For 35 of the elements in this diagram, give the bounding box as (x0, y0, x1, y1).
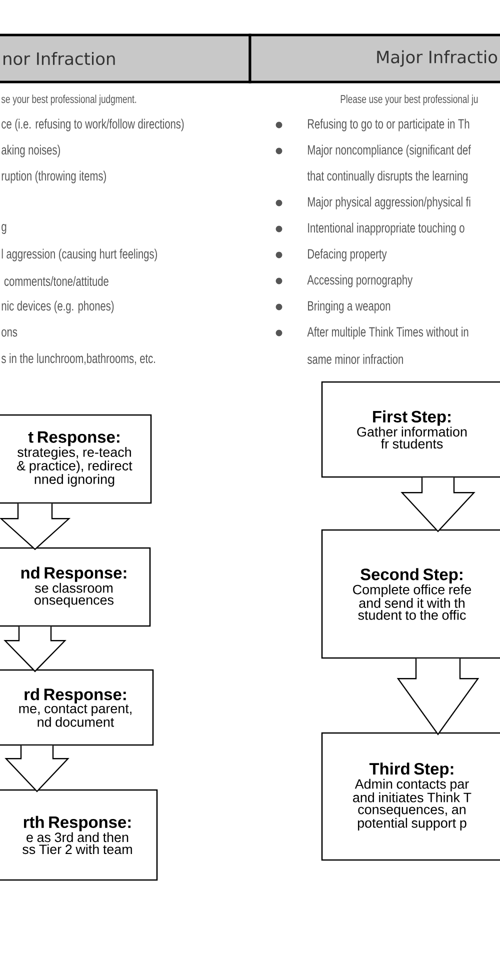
block-arrow (0, 503, 71, 550)
list-item: Refusing to go to or participate in Th (308, 118, 470, 132)
list-item: g (2, 224, 6, 234)
list-item: ce (i.e. refusing to work/follow directions) (2, 118, 184, 132)
header-cell: nor Infraction (0, 34, 252, 84)
list-item: ruption (throwing items) (2, 170, 106, 184)
response-box: nd Response: se classroom onsequences (0, 547, 151, 627)
list-item: Intentional inappropriate touching o (308, 222, 464, 236)
instruction-text: Please use your best professional ju (340, 94, 478, 106)
list-item: s in the lunchroom,bathrooms, etc. (1, 353, 155, 365)
list-item: same minor infraction (307, 354, 403, 364)
list-item: aking noises) (2, 144, 60, 158)
list-item: Major physical aggression/physical fi (308, 196, 470, 210)
list-item: nic devices (e.g. phones) (2, 300, 114, 314)
header-cell: Major Infractio (248, 34, 500, 84)
list-item: Bringing a weapon (308, 300, 390, 314)
instruction-text: se your best professional judgment. (1, 94, 136, 106)
list-item: Major noncompliance (significant def (308, 144, 471, 158)
block-arrow (4, 626, 66, 672)
list-item: that continually disrupts the learning (307, 170, 468, 184)
list-item: Accessing pornography (307, 274, 413, 288)
list-item: l aggression (causing hurt feelings) (2, 248, 157, 262)
step-box: First Step: Gather information fr students (321, 381, 500, 478)
block-arrow (400, 477, 476, 532)
list-item: Defacing property (308, 248, 387, 262)
block-arrow (396, 658, 480, 736)
block-arrow (4, 745, 70, 792)
list-item: ons (2, 329, 18, 337)
response-box: t Response: strategies, re-teach & practice), redirect nned ignoring (0, 414, 152, 504)
step-box: Second Step: Complete office refe and send it with th student to the offic (321, 529, 500, 659)
step-box: Third Step: Admin contacts par and initiates Think T consequences, an potential support p (321, 732, 500, 861)
list-item: comments/tone/attitude (4, 276, 108, 286)
response-box: rth Response: e as 3rd and then ss Tier 2 with team (0, 789, 158, 881)
list-item: After multiple Think Times without in (307, 326, 468, 340)
response-box: rd Response: me, contact parent, nd document (0, 669, 154, 746)
